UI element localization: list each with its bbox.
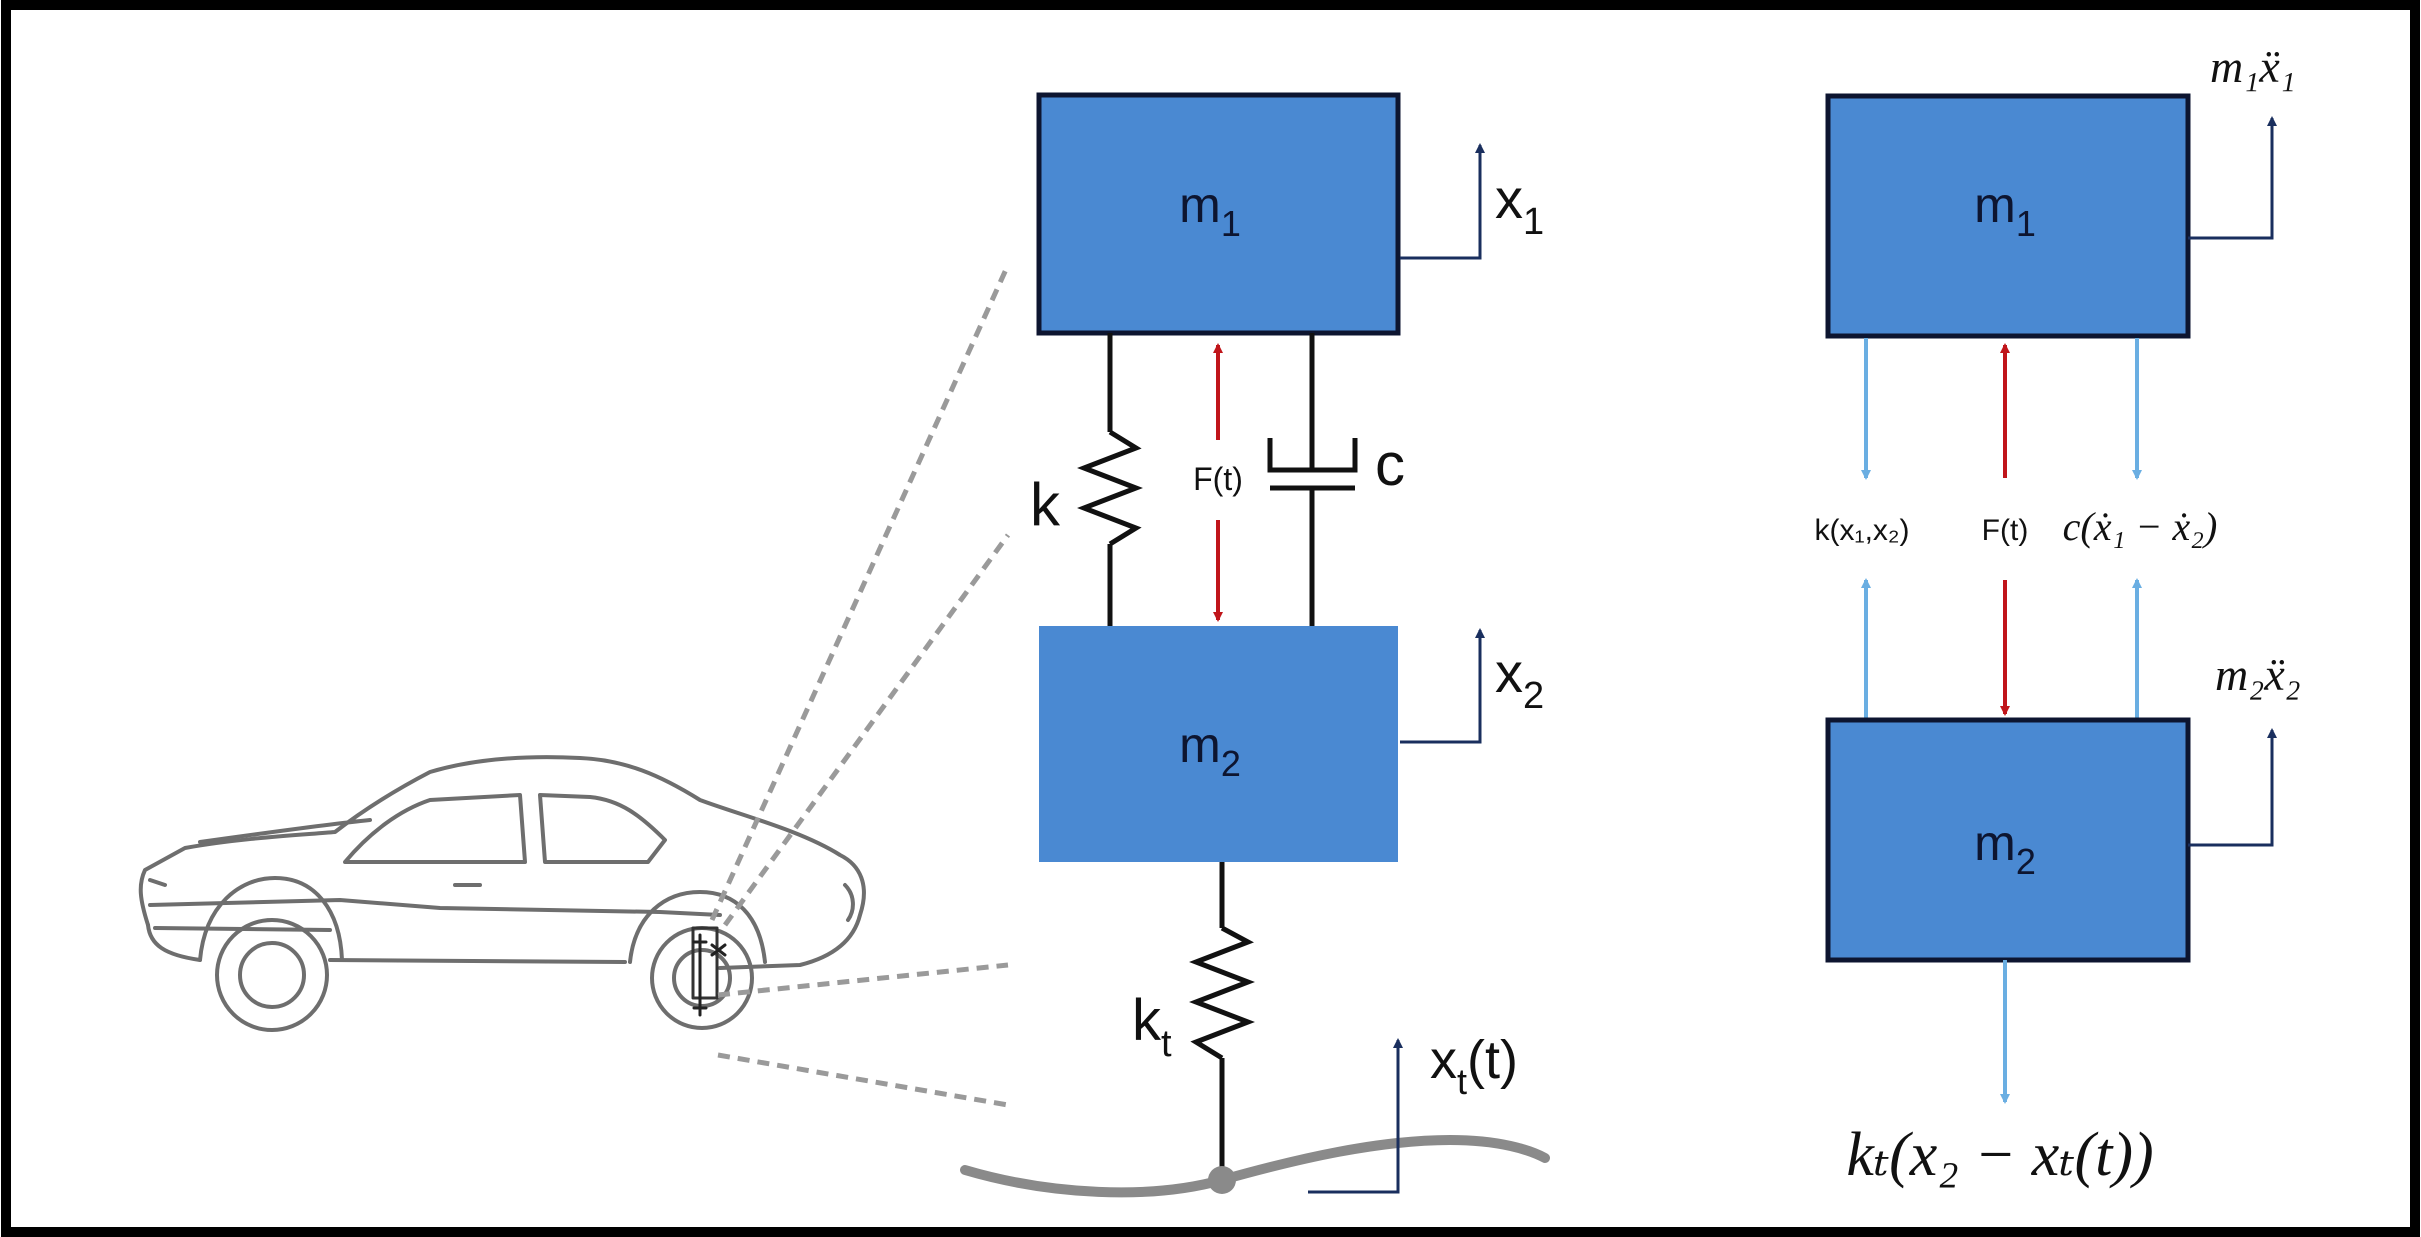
- spring-label: k: [1030, 471, 1061, 538]
- inertia2-arrow: [2188, 728, 2277, 847]
- mass1-block: [1036, 92, 1401, 336]
- damper-icon: [1267, 333, 1358, 626]
- force-label-fbd: F(t): [1982, 514, 2029, 547]
- inertia1-arrow: [2188, 116, 2277, 240]
- x2-axis-arrow: [1400, 628, 1485, 744]
- mass1-label: m1: [1179, 177, 1241, 244]
- tire-spring-label: kt: [1132, 988, 1172, 1065]
- x1-label: x1: [1495, 167, 1544, 243]
- damper-label: c: [1375, 431, 1405, 498]
- fbd-mass1-label: m1: [1974, 177, 2036, 244]
- x1-axis-arrow: [1400, 143, 1485, 260]
- mass2-block: [1039, 626, 1398, 862]
- mass2-label: m2: [1179, 717, 1241, 784]
- xt-label: xt(t): [1430, 1030, 1518, 1102]
- fbd-mass2-block: [1825, 717, 2191, 963]
- tire-force-label: kₜ(x₂ − xₜ(t)): [1846, 1121, 2153, 1189]
- fbd-mass2-label: m2: [1974, 815, 2036, 882]
- spring-icon: [1077, 333, 1143, 626]
- tire-spring-icon: [1189, 862, 1255, 1178]
- x2-label: x2: [1495, 641, 1544, 717]
- damper-force-label: c(ẋ₁ − ẋ₂): [2063, 504, 2218, 549]
- xt-axis-arrow: [1308, 1038, 1403, 1194]
- fbd-mass1-block: [1825, 93, 2191, 339]
- inertia1-label: m₁ẍ₁: [2210, 41, 2296, 92]
- force-label-model: F(t): [1193, 461, 1243, 497]
- road-profile-icon: [960, 1134, 1550, 1198]
- car-illustration-icon: [138, 755, 866, 1032]
- inertia2-label: m₂ẍ₂: [2215, 649, 2301, 700]
- spring-force-label: k(x₁,x₂): [1814, 514, 1909, 547]
- zoom-lines: [709, 263, 1011, 1108]
